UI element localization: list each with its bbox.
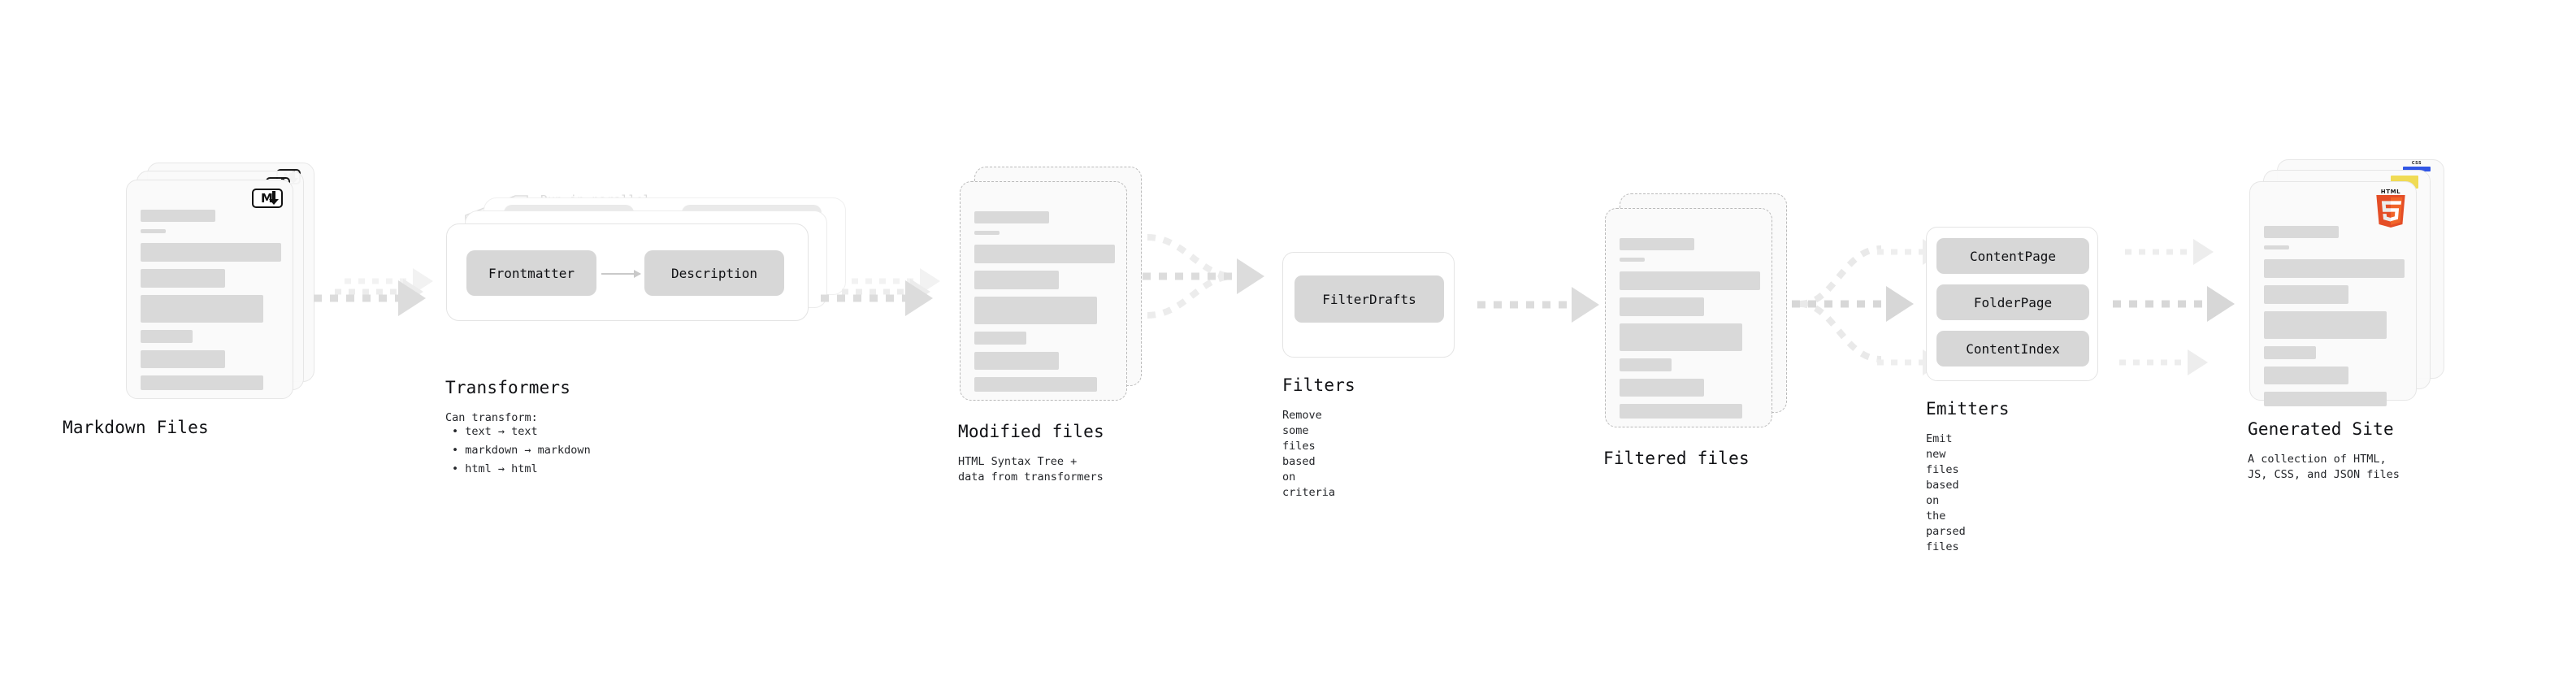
filters-box[interactable]: FilterDrafts	[1282, 252, 1455, 358]
doc-line	[974, 245, 1115, 263]
stage-title-filtered-files: Filtered files	[1603, 449, 1750, 468]
filtered-doc-stack	[1605, 193, 1793, 431]
doc-line	[1620, 271, 1760, 290]
doc-line	[1620, 379, 1704, 397]
modified-doc-front	[960, 181, 1127, 401]
stage-modified-files: Modified files HTML Syntax Tree + data f…	[958, 167, 1148, 484]
list-item: • html → html	[452, 462, 538, 475]
transformers-bullet-list: • text → text • markdown → markdown • ht…	[452, 423, 591, 479]
stage-markdown-files: M M M	[63, 163, 314, 437]
doc-line	[2264, 259, 2405, 278]
markdown-doc-front: M	[126, 180, 293, 399]
stage-title-emitters: Emitters	[1926, 399, 2010, 419]
doc-line	[974, 332, 1026, 345]
doc-placeholder-lines	[974, 211, 1115, 399]
doc-line	[2264, 226, 2339, 238]
doc-line	[141, 229, 167, 233]
doc-line	[974, 297, 1097, 324]
stage-title-filters: Filters	[1282, 375, 1355, 395]
doc-line	[2264, 392, 2387, 406]
doc-line	[141, 375, 263, 390]
list-item: • text → text	[452, 425, 538, 438]
doc-line	[1620, 238, 1694, 250]
doc-line	[2264, 311, 2387, 339]
doc-line	[2264, 245, 2290, 249]
stage-transformers: Run in parallel Frontmatter Description …	[445, 193, 846, 475]
html5-icon-label: HTML	[2380, 189, 2401, 195]
doc-line	[1620, 358, 1672, 371]
doc-line	[974, 377, 1097, 392]
filtered-doc-front	[1605, 208, 1772, 427]
doc-line	[1620, 258, 1646, 262]
doc-line	[1620, 404, 1742, 419]
doc-line	[974, 231, 1000, 235]
stage-title-transformers: Transformers	[445, 378, 571, 397]
doc-line	[1620, 297, 1704, 316]
transformer-chip-description[interactable]: Description	[644, 250, 784, 296]
transformers-subtitle: Can transform:	[445, 411, 538, 424]
filters-subtitle: Remove some files based on criteria	[1282, 409, 1336, 499]
emitter-pill-contentpage[interactable]: ContentPage	[1936, 238, 2089, 274]
doc-line	[141, 210, 215, 222]
doc-line	[2264, 367, 2348, 384]
modified-files-subtitle: HTML Syntax Tree + data from transformer…	[958, 455, 1104, 484]
doc-line	[141, 350, 225, 368]
doc-line	[141, 243, 281, 262]
emitters-subtitle: Emit new files based on the parsed files	[1926, 432, 1966, 553]
doc-line	[974, 352, 1059, 370]
doc-placeholder-lines	[141, 210, 281, 397]
doc-line	[2264, 346, 2316, 359]
doc-line	[141, 269, 225, 288]
doc-line	[974, 271, 1059, 289]
doc-line	[2264, 285, 2348, 304]
stage-title-generated-site: Generated Site	[2248, 419, 2394, 439]
generated-doc-stack: CSS HTML	[2249, 159, 2444, 406]
stage-title-markdown-files: Markdown Files	[63, 418, 209, 437]
emitter-pill-contentindex[interactable]: ContentIndex	[1936, 331, 2089, 367]
list-item: • markdown → markdown	[452, 444, 591, 457]
doc-placeholder-lines	[2264, 226, 2405, 414]
fanout-curves	[1799, 245, 1882, 362]
doc-line	[141, 330, 193, 343]
stage-filtered-files: Filtered files	[1603, 193, 1793, 468]
html5-icon: HTML	[2374, 189, 2408, 228]
doc-line	[1620, 323, 1742, 351]
emitter-pill-folderpage[interactable]: FolderPage	[1936, 284, 2089, 320]
transformer-flow-arrow	[601, 270, 641, 278]
markdown-icon: M	[252, 189, 283, 208]
modified-doc-stack	[960, 167, 1148, 404]
css-icon: CSS	[2403, 161, 2431, 171]
markdown-doc-stack: M M M	[126, 163, 314, 400]
generated-site-subtitle: A collection of HTML, JS, CSS, and JSON …	[2248, 453, 2400, 481]
stage-title-modified-files: Modified files	[958, 422, 1104, 441]
transformer-panel-1[interactable]: Frontmatter Description	[446, 223, 809, 321]
doc-placeholder-lines	[1620, 238, 1760, 426]
transformer-panel-stack: Frontmatter Description Frontmatter Desc…	[446, 197, 846, 352]
transformer-chip-frontmatter[interactable]: Frontmatter	[466, 250, 596, 296]
doc-line	[974, 211, 1049, 223]
doc-line	[141, 295, 263, 323]
stage-generated-site: CSS HTML	[2248, 159, 2444, 481]
emitters-box[interactable]: ContentPage FolderPage ContentIndex	[1926, 227, 2098, 381]
generated-doc-html: HTML	[2249, 181, 2417, 406]
arrow-filters-to-filtered	[1477, 287, 1599, 323]
filter-pill-filterdrafts[interactable]: FilterDrafts	[1295, 275, 1444, 323]
